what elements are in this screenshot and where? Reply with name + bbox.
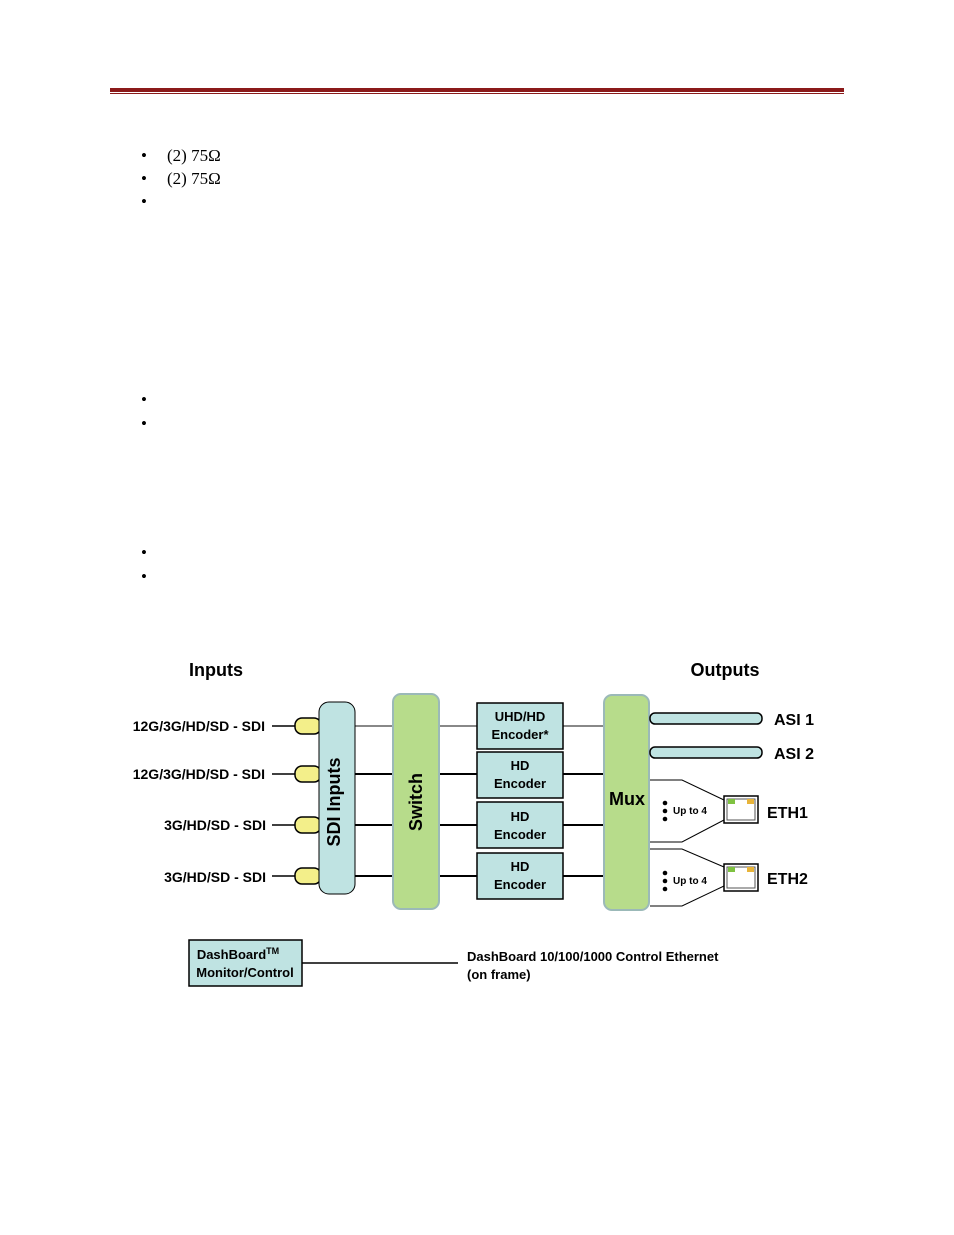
dashboard-label: DashBoardTM: [197, 946, 279, 962]
bullet-text: (2) 75Ω: [167, 146, 221, 165]
encoder-line2: Encoder: [494, 827, 546, 842]
asi-tube-icon: [649, 712, 763, 725]
ethernet-jack-icon: [723, 863, 759, 892]
sdi-connector-icon: [294, 765, 322, 783]
input-connectors: [272, 717, 322, 885]
input-label: 3G/HD/SD - SDI: [164, 869, 266, 885]
encoder-block-hd: [476, 751, 564, 799]
encoder-line2: Encoder: [494, 776, 546, 791]
up-to-label: Up to 4: [673, 806, 707, 817]
bullet-marker: •: [141, 543, 147, 562]
eth-output-label: ETH1: [767, 805, 808, 822]
dashboard-block: [188, 939, 303, 987]
input-label: 3G/HD/SD - SDI: [164, 817, 266, 833]
input-label: 12G/3G/HD/SD - SDI: [133, 718, 265, 734]
encoder-line2: Encoder*: [491, 727, 549, 742]
sdi-connector-icon: [294, 867, 322, 885]
bullet-marker: •: [141, 146, 147, 165]
control-ethernet-line2: (on frame): [467, 967, 531, 982]
encoder-line1: HD: [511, 809, 530, 824]
header-rule-thick: [110, 88, 844, 92]
bullet-text: (2) 75Ω: [167, 169, 221, 188]
eth-output-label: ETH2: [767, 871, 808, 888]
internal-wires: [355, 725, 604, 877]
encoder-block-hd: [476, 801, 564, 849]
dashboard-line1: DashBoard: [197, 947, 266, 962]
encoder-line1: UHD/HD: [495, 709, 546, 724]
input-label: 12G/3G/HD/SD - SDI: [133, 766, 265, 782]
sdi-inputs-block: [318, 701, 356, 895]
bullet-marker: •: [141, 414, 147, 433]
mux-block: [603, 694, 650, 911]
encoder-line1: HD: [511, 758, 530, 773]
switch-block: [392, 693, 440, 910]
header-rule-thin: [110, 93, 844, 94]
sdi-connector-icon: [294, 816, 322, 834]
switch-label: Switch: [406, 773, 426, 831]
bullet-marker: •: [141, 192, 147, 211]
mux-label: Mux: [609, 789, 645, 809]
inputs-heading: Inputs: [189, 660, 243, 680]
ellipsis-dots-icon: [662, 800, 668, 892]
bullet-marker: •: [141, 567, 147, 586]
outputs-heading: Outputs: [691, 660, 760, 680]
asi-output-label: ASI 2: [774, 746, 814, 763]
encoder-line1: HD: [511, 859, 530, 874]
asi-tube-icon: [649, 746, 763, 759]
dashboard-line2: Monitor/Control: [196, 965, 293, 980]
bullet-marker: •: [141, 390, 147, 409]
up-to-label: Up to 4: [673, 876, 707, 887]
encoder-block-uhd: [476, 702, 564, 750]
eth-fanout: [650, 779, 725, 907]
sdi-connector-icon: [294, 717, 322, 735]
sdi-inputs-label: SDI Inputs: [324, 758, 344, 847]
dashboard-tm: TM: [266, 946, 279, 956]
encoder-block-hd: [476, 852, 564, 900]
bullet-marker: •: [141, 169, 147, 188]
control-ethernet-line1: DashBoard 10/100/1000 Control Ethernet: [467, 949, 719, 964]
asi-output-label: ASI 1: [774, 712, 814, 729]
ethernet-jack-icon: [723, 795, 759, 824]
encoder-line2: Encoder: [494, 877, 546, 892]
